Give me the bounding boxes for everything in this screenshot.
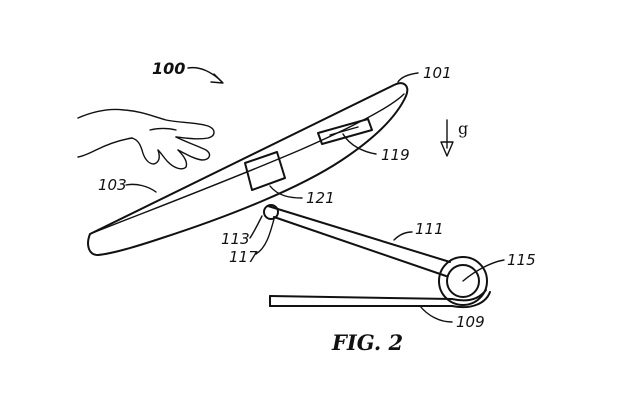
hand-illustration (77, 108, 215, 170)
label-pivot: 117 (229, 248, 258, 266)
leader-lines (125, 66, 505, 323)
figure-caption: FIG. 2 (331, 330, 403, 355)
label-sensor: 119 (381, 146, 410, 164)
label-tablet: 101 (423, 64, 452, 82)
gravity-label: g (458, 119, 468, 138)
gravity-arrow-icon (440, 119, 454, 157)
module-component (244, 151, 286, 191)
support-arm (267, 205, 451, 277)
label-roller: 115 (507, 251, 536, 269)
label-surface: 103 (98, 176, 127, 194)
label-stand: 109 (456, 313, 485, 331)
label-hinge: 113 (221, 230, 250, 248)
roller-wheel (438, 256, 488, 306)
tablet-body (87, 82, 409, 256)
sensor-component (317, 118, 373, 145)
label-module: 121 (306, 189, 335, 207)
label-device-assembly: 100 (152, 59, 185, 78)
label-support-arm: 111 (415, 220, 444, 238)
stand-base (269, 289, 491, 309)
